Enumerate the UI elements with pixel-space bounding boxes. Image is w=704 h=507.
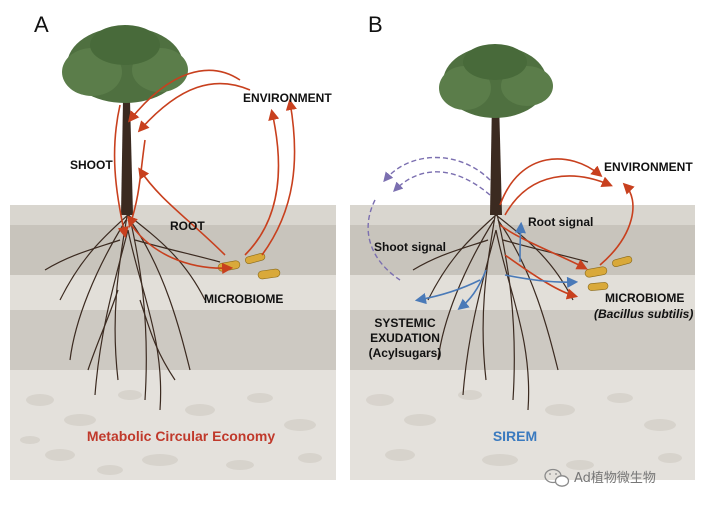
panel-b-label-environment: ENVIRONMENT: [604, 160, 693, 174]
panel-a-caption: Metabolic Circular Economy: [87, 428, 275, 444]
panel-a: A: [10, 12, 336, 480]
watermark: Ad植物微生物: [544, 468, 656, 487]
panel-a-label-shoot: SHOOT: [70, 158, 113, 172]
panel-b-trunk: [490, 100, 502, 215]
panel-b-label-root-signal: Root signal: [528, 215, 593, 229]
panel-b-tree-canopy: [439, 44, 553, 118]
panel-a-letter: A: [34, 12, 49, 37]
panel-b-letter: B: [368, 12, 383, 37]
panel-a-label-root: ROOT: [170, 219, 205, 233]
wechat-icon: [544, 468, 570, 487]
panel-b-red-arrows: [499, 158, 635, 300]
panel-b-microbes: [584, 256, 633, 291]
panel-b-label-shoot-signal: Shoot signal: [374, 240, 446, 254]
panel-b-soil: [350, 205, 695, 480]
watermark-text: Ad植物微生物: [574, 471, 656, 486]
panel-b-label-acylsugars: (Acylsugars): [369, 346, 442, 360]
panel-b-label-microbiome: MICROBIOME: [605, 291, 684, 305]
panel-b-shoot-signal-arrows: [367, 156, 491, 281]
panel-a-tree-canopy: [62, 25, 188, 103]
panel-a-trunk: [121, 100, 133, 215]
panel-b-label-systemic: SYSTEMIC: [374, 316, 436, 330]
panel-a-label-microbiome: MICROBIOME: [204, 292, 283, 306]
panel-a-flow-arrows: [113, 69, 297, 274]
panel-b-blue-arrows: [414, 221, 579, 310]
panel-a-label-environment: ENVIRONMENT: [243, 91, 332, 105]
panel-b-label-microbiome-species: (Bacillus subtilis): [594, 307, 693, 321]
panel-b-label-exudation: EXUDATION: [370, 331, 440, 345]
panel-b-caption: SIREM: [493, 428, 537, 444]
panel-b: B: [350, 12, 695, 480]
